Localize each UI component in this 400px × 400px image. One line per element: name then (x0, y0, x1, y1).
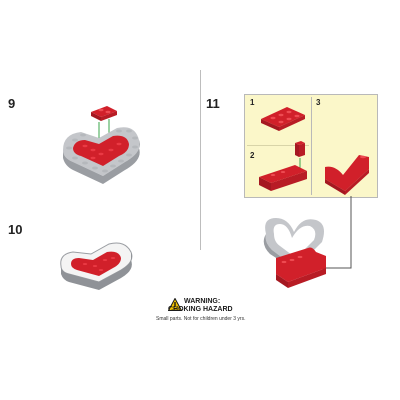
substep3-slope-assembly (325, 155, 369, 195)
callout-row-divider (247, 145, 309, 146)
substep-number-1: 1 (250, 98, 255, 107)
callout-divider (311, 97, 312, 195)
heart-base (63, 127, 140, 184)
red-plate-piece (91, 106, 117, 121)
step9-illustration (63, 106, 140, 184)
step-number-9: 9 (8, 96, 16, 111)
substep2-bricks (259, 141, 307, 191)
step-number-11: 11 (206, 96, 220, 111)
callout-illustration (259, 107, 369, 195)
step10-illustration (60, 242, 133, 290)
substep-number-3: 3 (316, 98, 321, 107)
warning-subtitle: CHOKING HAZARD (168, 306, 233, 313)
heart-layer-completed (60, 242, 133, 290)
warning-title: WARNING: (184, 298, 221, 305)
step11-illustration (263, 218, 326, 288)
red-stand-base (276, 247, 326, 288)
substep-number-2: 2 (250, 151, 255, 160)
step-number-10: 10 (8, 222, 23, 237)
warning-triangle-icon (168, 298, 182, 311)
sub-assembly-callout: 1 2 3 (244, 94, 378, 198)
warning-note: Small parts. Not for children under 3 yr… (156, 316, 246, 322)
substep1-red-plate (261, 107, 305, 131)
column-divider (200, 70, 201, 250)
